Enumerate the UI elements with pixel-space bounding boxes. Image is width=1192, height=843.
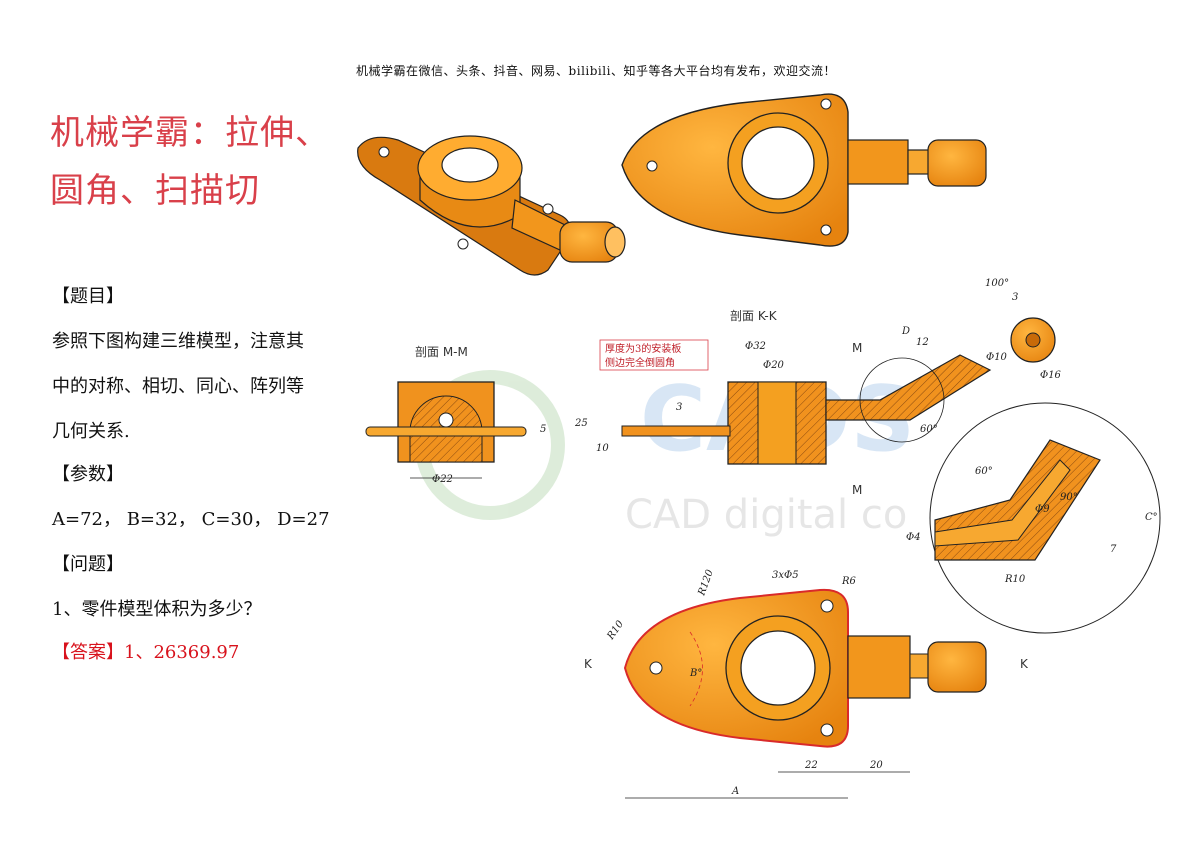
dim-r120: R120	[696, 568, 716, 598]
dim-phi9: Φ9	[1035, 504, 1050, 515]
answer: 【答案】1、26369.97	[52, 638, 239, 664]
dim-r6: R6	[841, 576, 857, 587]
dim-A: A	[731, 786, 739, 797]
dim-100deg: 100°	[985, 278, 1009, 289]
section-kk-label: 剖面 K-K	[730, 309, 778, 323]
dim-phi20: Φ20	[763, 360, 785, 371]
title-line-2: 圆角、扫描切	[50, 171, 260, 211]
top-view-lower: R120 3xΦ5 R6 R10 B° K K 22 20 A	[584, 568, 1029, 799]
magnified-detail: 60° 90° Φ9 Φ4 7 R10 C°	[906, 402, 1161, 634]
dim-25: 25	[574, 418, 588, 429]
dim-phi16: Φ16	[1040, 370, 1062, 381]
question-desc-line-2: 中的对称、相切、同心、阵列等	[52, 376, 304, 397]
dim-60-a: 60°	[920, 424, 938, 435]
dim-r10-b: R10	[605, 618, 627, 642]
dim-3b: 3	[1012, 292, 1018, 303]
dim-phi22: Φ22	[432, 474, 453, 485]
dim-B: B°	[689, 668, 702, 679]
note-line-1: 厚度为3的安装板	[605, 342, 681, 355]
question-heading: 【题目】	[52, 286, 124, 307]
dim-phi32: Φ32	[745, 341, 766, 352]
page-header: 机械学霸在微信、头条、抖音、网易、bilibili、知乎等各大平台均有发布，欢迎…	[356, 64, 836, 78]
top-view-upper	[621, 93, 987, 247]
dim-phi10: Φ10	[986, 352, 1008, 363]
section-kk: 剖面 K-K 厚度为3的安装板 侧边完全倒圆角 Φ32 Φ20 25 10 3 …	[574, 309, 1008, 497]
nut-detail: 100° 3 Φ16	[985, 278, 1062, 381]
dim-D: D	[901, 326, 910, 337]
dim-3: 3	[676, 402, 682, 413]
dim-10: 10	[596, 443, 609, 454]
params-values: A=72， B=32， C=30， D=27	[52, 509, 330, 530]
question-desc-line-3: 几何关系.	[52, 421, 130, 442]
dim-90: 90°	[1060, 492, 1078, 503]
dim-hole: 3xΦ5	[772, 570, 799, 581]
answer-label: 【答案】	[52, 642, 124, 663]
dim-20: 20	[869, 760, 883, 771]
section-mm: 剖面 M-M Φ22 5	[365, 345, 546, 485]
cut-k-right: K	[1020, 657, 1029, 671]
cut-k-left: K	[584, 657, 593, 671]
page-title: 机械学霸：拉伸、 圆角、扫描切	[50, 104, 350, 220]
params-heading: 【参数】	[52, 464, 124, 485]
section-mm-label: 剖面 M-M	[415, 345, 468, 359]
problem-heading: 【问题】	[52, 554, 124, 575]
dim-60-b: 60°	[975, 466, 993, 477]
watermark-text: CAD digital co	[625, 492, 907, 538]
dim-C: C°	[1145, 512, 1158, 523]
cut-m-bottom: M	[852, 483, 862, 497]
dim-22: 22	[804, 760, 818, 771]
note-line-2: 侧边完全倒圆角	[605, 356, 675, 369]
dim-7: 7	[1110, 544, 1117, 555]
dim-5: 5	[540, 424, 546, 435]
dim-r10-a: R10	[1004, 574, 1026, 585]
problem-text: 1、零件模型体积为多少？	[52, 599, 262, 620]
answer-value: 1、26369.97	[124, 642, 240, 663]
dim-12: 12	[916, 337, 929, 348]
isometric-view	[357, 135, 626, 276]
title-line-1: 机械学霸：拉伸、	[50, 113, 330, 153]
dim-phi4: Φ4	[906, 532, 921, 543]
watermark: CADS CAD digital co	[415, 367, 915, 538]
cut-m-top: M	[852, 341, 862, 355]
question-desc-line-1: 参照下图构建三维模型，注意其	[52, 331, 304, 352]
